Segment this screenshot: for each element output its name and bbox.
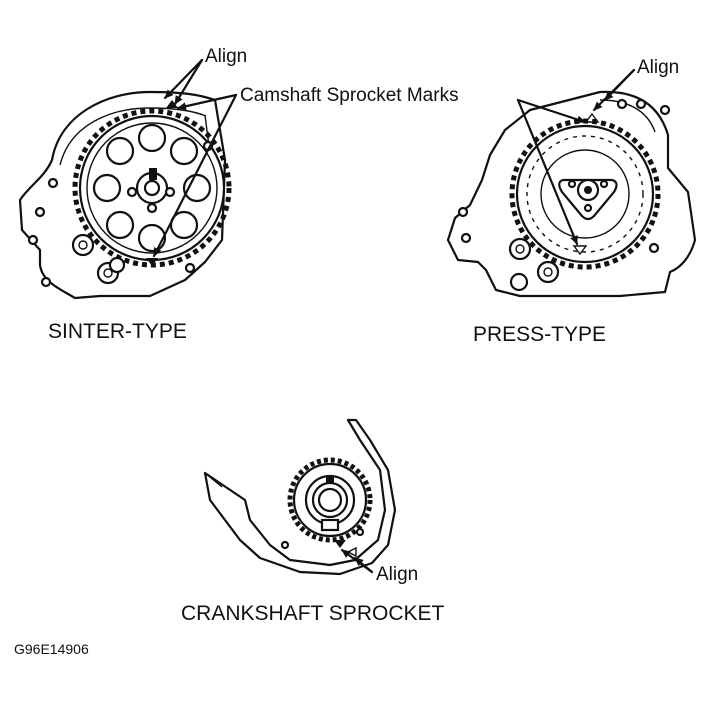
crank-sprocket-teeth [287, 457, 373, 543]
caption-sinter-type: SINTER-TYPE [48, 320, 187, 343]
caption-press-type: PRESS-TYPE [473, 323, 606, 346]
press-type-illustration [446, 90, 697, 298]
align-label-press: Align [637, 57, 679, 78]
crank-sprocket-mark [334, 540, 346, 548]
press-upper-mark [584, 112, 600, 123]
press-lower-mark [572, 245, 588, 256]
sinter-upper-mark [166, 100, 178, 108]
crankshaft-illustration [203, 418, 397, 576]
sinter-sprocket-holes [92, 123, 212, 253]
leader-lines [152, 58, 636, 574]
press-cover-housing [446, 90, 697, 298]
sinter-cover-housing [18, 90, 227, 300]
align-label-sinter: Align [205, 46, 247, 67]
crank-cover-outline [203, 418, 397, 576]
camshaft-marks-label: Camshaft Sprocket Marks [240, 85, 459, 106]
sinter-lower-mark [146, 258, 158, 266]
align-label-crank: Align [376, 564, 418, 585]
sinter-type-illustration [18, 90, 232, 300]
crank-cover-mark [346, 546, 357, 558]
caption-crankshaft-sprocket: CRANKSHAFT SPROCKET [181, 602, 444, 625]
figure-code: G96E14906 [14, 641, 89, 657]
